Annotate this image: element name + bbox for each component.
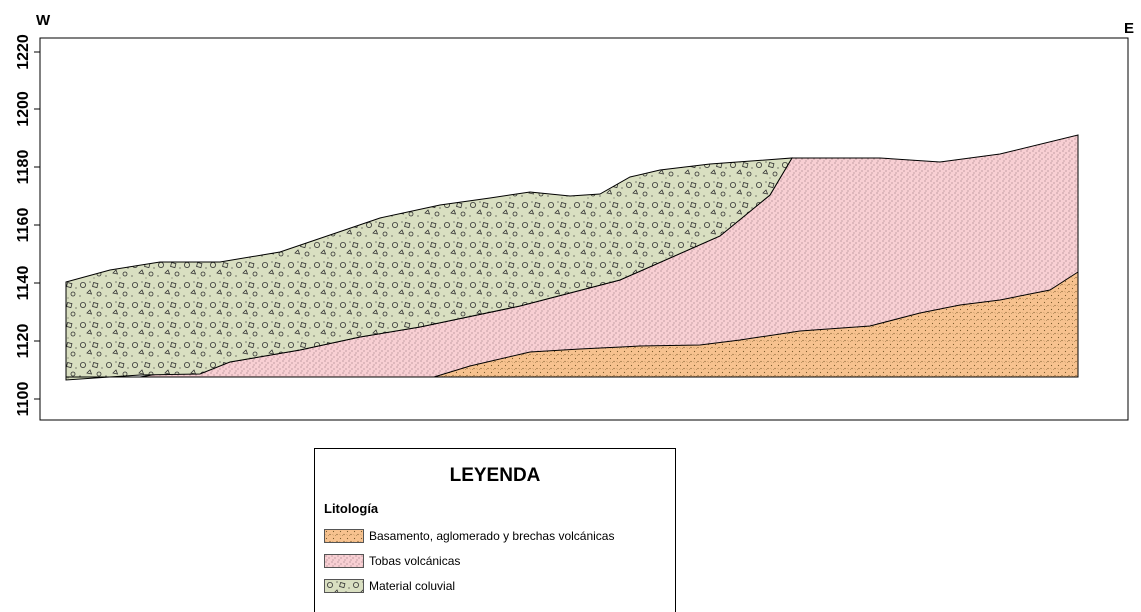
y-axis: 1220 1200 1180 1160 1140 1120 1100 (15, 34, 40, 416)
legend-item-label: Basamento, aglomerado y brechas volcánic… (369, 529, 614, 543)
y-tick-label: 1120 (15, 324, 32, 359)
tuff-swatch (324, 554, 364, 568)
legend-box: LEYENDA Litología Basamento, aglomerado … (314, 448, 676, 612)
y-tick-label: 1160 (15, 208, 32, 243)
legend-title: LEYENDA (315, 465, 675, 487)
legend-item-label: Tobas volcánicas (369, 554, 460, 568)
legend-item-colluvium: Material coluvial (324, 577, 455, 594)
y-tick-label: 1100 (15, 382, 32, 417)
y-tick-label: 1140 (15, 266, 32, 301)
west-label: W (36, 12, 50, 29)
y-tick-label: 1180 (15, 150, 32, 185)
basement-swatch (324, 529, 364, 543)
colluvium-swatch (324, 579, 364, 593)
legend-item-basement: Basamento, aglomerado y brechas volcánic… (324, 527, 614, 544)
east-label: E (1124, 20, 1134, 37)
y-tick-label: 1200 (15, 91, 32, 127)
legend-subtitle: Litología (324, 501, 378, 516)
legend-item-tuff: Tobas volcánicas (324, 552, 460, 569)
geologic-cross-section: 1220 1200 1180 1160 1140 1120 1100 (0, 0, 1141, 440)
y-tick-label: 1220 (15, 34, 32, 70)
legend-item-label: Material coluvial (369, 579, 455, 593)
